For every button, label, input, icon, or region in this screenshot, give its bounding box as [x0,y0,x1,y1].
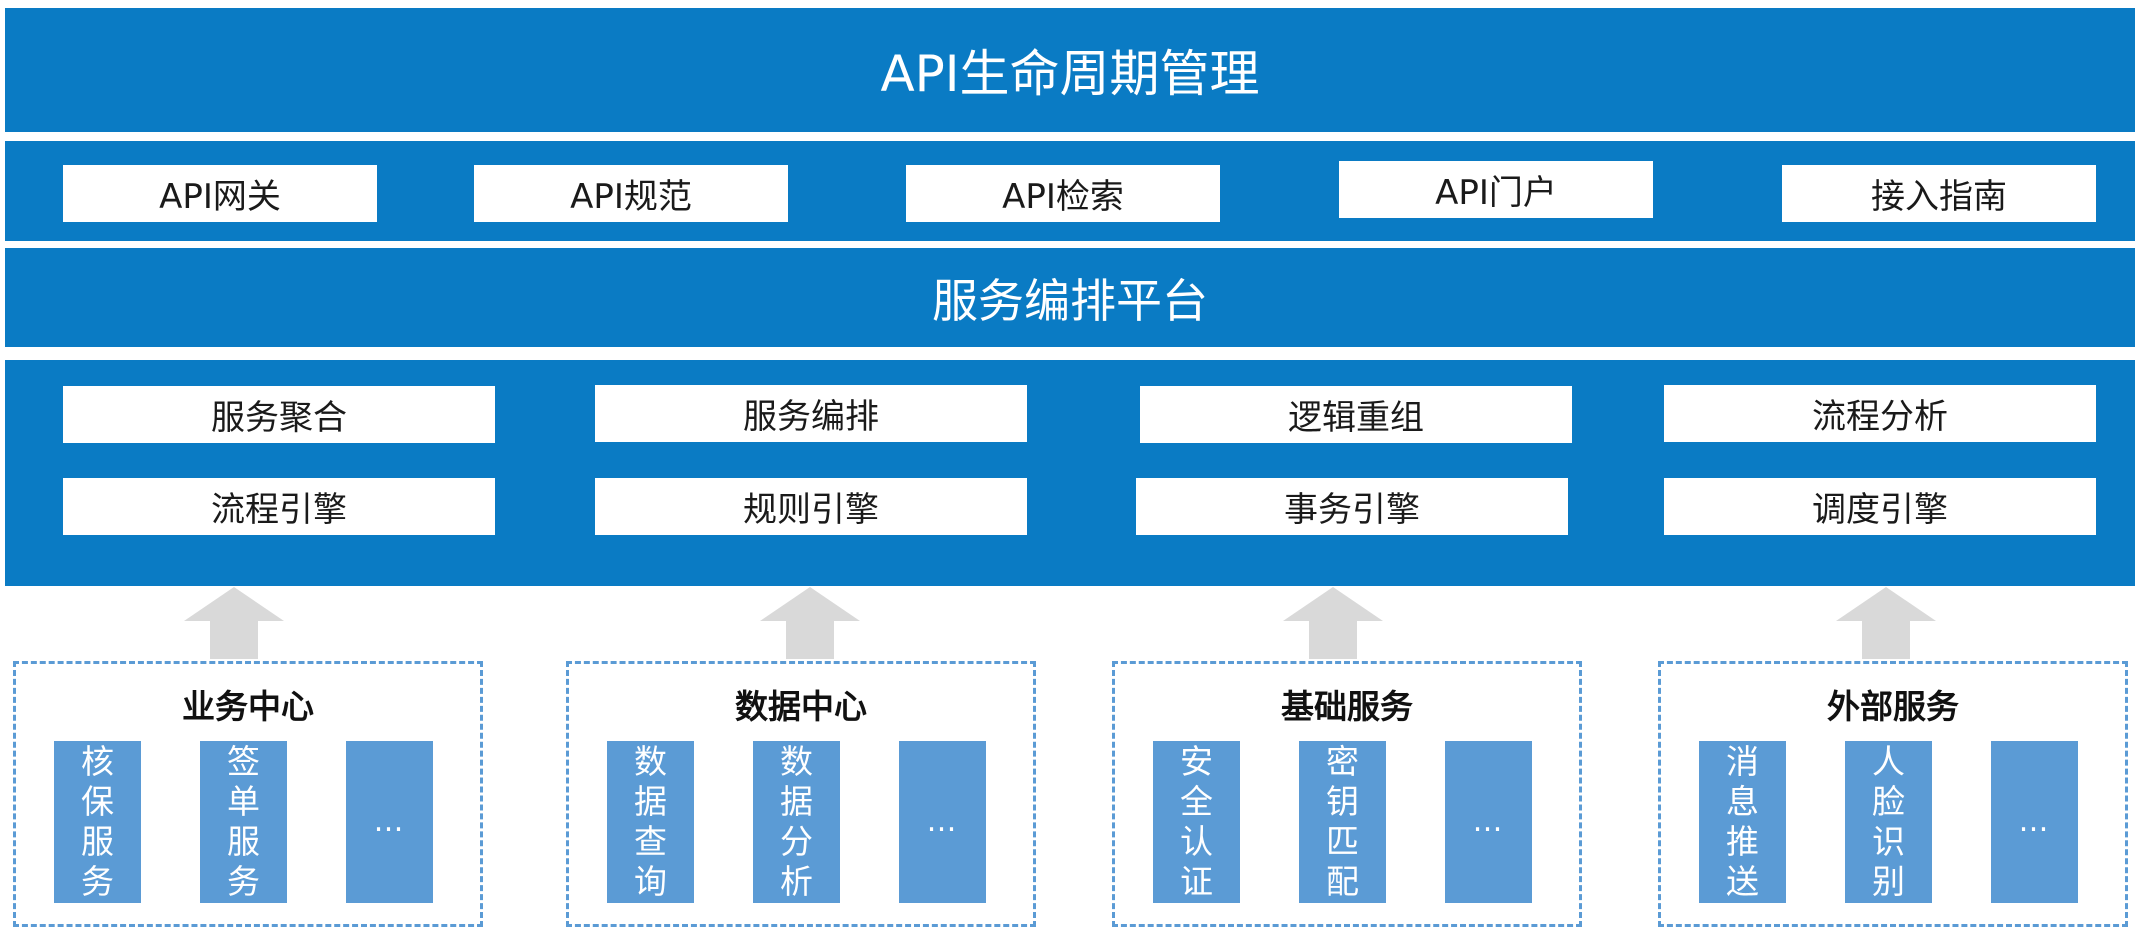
group-title: 基础服务 [1281,687,1413,726]
up-arrow-icon [760,587,860,659]
up-arrow-icon [1283,587,1383,659]
group-external-services: 外部服务 消息推送 人脸识别 … [1658,661,2128,927]
group-title: 外部服务 [1827,687,1959,726]
engine-item: 规则引擎 [595,478,1027,535]
group-business-center: 业务中心 核保服务 签单服务 … [13,661,483,927]
engine-item: 服务编排 [595,385,1027,442]
gateway-item: API检索 [906,165,1220,222]
engine-item: 流程引擎 [63,478,495,535]
up-arrow-icon [1836,587,1936,659]
service-tile-more: … [1445,741,1532,903]
up-arrow-icon [184,587,284,659]
service-tile: 密钥匹配 [1299,741,1386,903]
group-title: 数据中心 [735,687,867,726]
engine-item: 事务引擎 [1136,478,1568,535]
api-lifecycle-title: API生命周期管理 [880,45,1260,103]
service-tile: 数据查询 [607,741,694,903]
group-basic-services: 基础服务 安全认证 密钥匹配 … [1112,661,1582,927]
group-data-center: 数据中心 数据查询 数据分析 … [566,661,1036,927]
service-tile: 数据分析 [753,741,840,903]
gateway-item: 接入指南 [1782,165,2096,222]
gateway-item: API网关 [63,165,377,222]
service-tile-more: … [1991,741,2078,903]
api-gateway-band: API网关 API规范 API检索 API门户 接入指南 [5,141,2135,241]
engine-item: 流程分析 [1664,385,2096,442]
service-tile: 人脸识别 [1845,741,1932,903]
service-tile: 消息推送 [1699,741,1786,903]
service-tile-more: … [346,741,433,903]
api-lifecycle-band: API生命周期管理 [5,8,2135,132]
gateway-item: API规范 [474,165,788,222]
orchestration-title: 服务编排平台 [932,273,1208,328]
engine-band: 服务聚合 服务编排 逻辑重组 流程分析 流程引擎 规则引擎 事务引擎 调度引擎 [5,360,2135,586]
engine-item: 调度引擎 [1664,478,2096,535]
group-title: 业务中心 [182,687,314,726]
service-tile: 签单服务 [200,741,287,903]
gateway-item: API门户 [1339,161,1653,218]
service-tile: 安全认证 [1153,741,1240,903]
engine-item: 服务聚合 [63,386,495,443]
service-tile-more: … [899,741,986,903]
engine-item: 逻辑重组 [1140,386,1572,443]
service-tile: 核保服务 [54,741,141,903]
orchestration-platform-band: 服务编排平台 [5,248,2135,347]
